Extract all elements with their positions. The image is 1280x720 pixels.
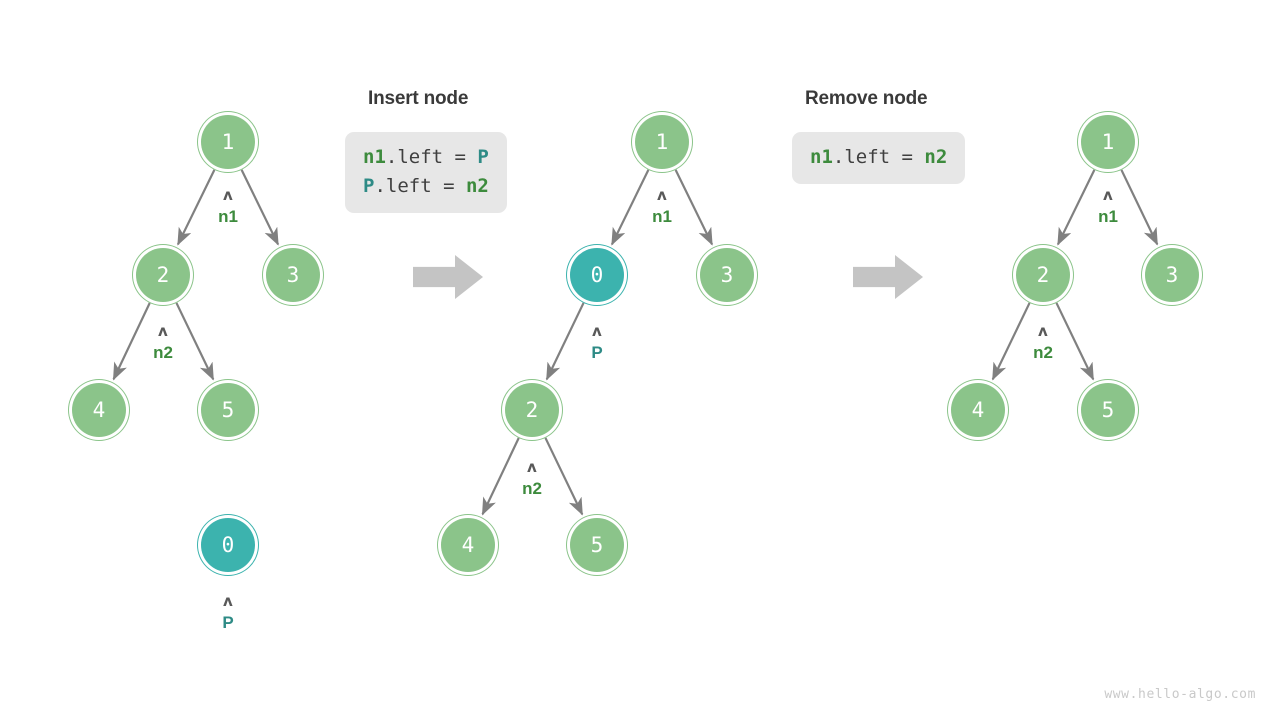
- tree-edge: [545, 302, 585, 381]
- step-arrow-2: [853, 255, 923, 299]
- before-pointer-n2: n2: [153, 343, 173, 362]
- node-value: 2: [1036, 262, 1050, 287]
- node-value: 1: [221, 129, 235, 154]
- remove-pointer-n1: n1: [1098, 207, 1118, 226]
- code-token-plain: .left =: [374, 175, 466, 197]
- tree-edge: [481, 437, 520, 516]
- before-pointer-n1: n1: [218, 207, 238, 226]
- tree-edge: [1055, 302, 1095, 381]
- tree-node-2: 2: [136, 248, 190, 302]
- node-value: 5: [590, 532, 604, 557]
- code-token-green: n1: [363, 146, 386, 168]
- remove-pointer-n2: n2: [1033, 343, 1053, 362]
- code-token-teal: P: [363, 175, 375, 197]
- code-token-teal: P: [477, 146, 489, 168]
- tree-node-4: 4: [441, 518, 495, 572]
- node-value: 3: [720, 262, 734, 287]
- node-value: 1: [1101, 129, 1115, 154]
- tree-node-2: 2: [1016, 248, 1070, 302]
- pointer-caret-icon: ʌ: [223, 592, 233, 610]
- tree-node-4: 4: [951, 383, 1005, 437]
- node-value: 4: [461, 532, 475, 557]
- code-token-green: n2: [924, 146, 948, 168]
- code-line: P.left = n2: [363, 172, 489, 201]
- tree-edge: [175, 302, 215, 381]
- node-value: 3: [1165, 262, 1179, 287]
- tree-node-1: 1: [201, 115, 255, 169]
- node-value: 2: [156, 262, 170, 287]
- code-line: n1.left = n2: [810, 143, 947, 172]
- node-value: 3: [286, 262, 300, 287]
- watermark: www.hello-algo.com: [1104, 687, 1256, 702]
- code-box-remove: n1.left = n2: [792, 132, 966, 184]
- tree-node-0: 0: [201, 518, 255, 572]
- node-value: 2: [525, 397, 539, 422]
- tree-edge: [112, 302, 151, 381]
- tree-node-2: 2: [505, 383, 559, 437]
- pointer-caret-icon: ʌ: [158, 322, 168, 340]
- tree-edge: [991, 302, 1031, 381]
- code-token-plain: .left =: [385, 146, 478, 168]
- node-value: 0: [590, 262, 604, 287]
- before-pointer-p: P: [222, 613, 234, 632]
- insert-pointer-n1: n1: [652, 207, 672, 226]
- code-token-green: n2: [465, 175, 489, 197]
- node-value: 1: [655, 129, 669, 154]
- tree-node-3: 3: [1145, 248, 1199, 302]
- pointer-caret-icon: ʌ: [592, 322, 602, 340]
- tree-node-5: 5: [201, 383, 255, 437]
- pointer-caret-icon: ʌ: [223, 186, 233, 204]
- tree-node-1: 1: [635, 115, 689, 169]
- code-token-plain: .left =: [832, 146, 925, 168]
- pointer-caret-icon: ʌ: [657, 186, 667, 204]
- node-value: 4: [971, 397, 985, 422]
- code-token-green: n1: [810, 146, 833, 168]
- pointer-caret-icon: ʌ: [527, 458, 537, 476]
- insert-pointer-p: P: [591, 343, 603, 362]
- node-value: 4: [92, 397, 106, 422]
- tree-node-1: 1: [1081, 115, 1135, 169]
- tree-node-3: 3: [700, 248, 754, 302]
- node-value: 5: [221, 397, 235, 422]
- tree-node-4: 4: [72, 383, 126, 437]
- panel-title-remove: Remove node: [805, 88, 928, 109]
- step-arrow-1: [413, 255, 483, 299]
- pointer-caret-icon: ʌ: [1103, 186, 1113, 204]
- node-value: 0: [221, 532, 235, 557]
- insert-pointer-n2: n2: [522, 479, 542, 498]
- tree-node-3: 3: [266, 248, 320, 302]
- node-value: 5: [1101, 397, 1115, 422]
- pointer-caret-icon: ʌ: [1038, 322, 1048, 340]
- panel-title-insert: Insert node: [368, 88, 469, 109]
- code-line: n1.left = P: [363, 143, 489, 172]
- tree-node-5: 5: [570, 518, 624, 572]
- tree-node-5: 5: [1081, 383, 1135, 437]
- tree-edge: [544, 437, 584, 516]
- tree-node-0: 0: [570, 248, 624, 302]
